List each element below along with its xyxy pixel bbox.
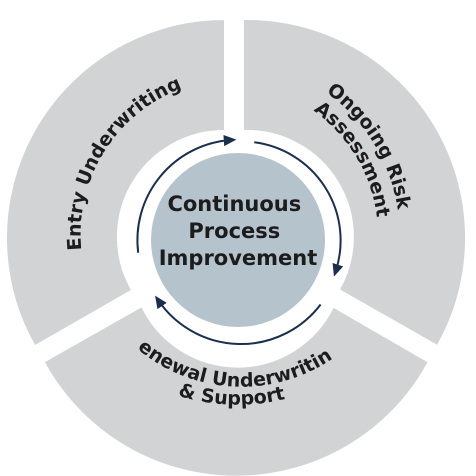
segment-renewal-underwriting (42, 304, 431, 476)
center-circle (151, 153, 325, 327)
cycle-arrow-bottom (155, 295, 322, 346)
cycle-arrow-top (136, 134, 237, 253)
center-title: Continuous Process Improvement (159, 192, 318, 270)
segment-entry-underwriting (5, 17, 226, 348)
outer-ring (5, 17, 468, 476)
center-title-line: Improvement (159, 246, 318, 270)
cycle-arrows (136, 134, 344, 346)
center-title-line: Process (188, 219, 280, 243)
center-title-line: Continuous (167, 192, 301, 216)
cycle-arrow-right (254, 141, 344, 277)
segment-ongoing-risk-assessment (242, 17, 468, 348)
